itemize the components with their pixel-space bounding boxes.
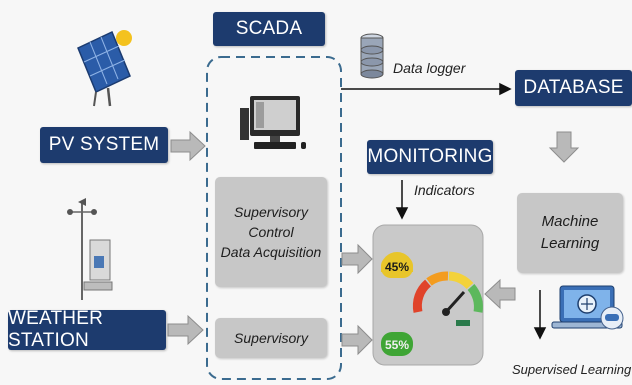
computer-icon [240,96,306,149]
supervisory-control-box: Supervisory Control Data Acquisition [215,177,327,287]
monitoring-title: MONITORING [367,140,493,174]
supervisory-control-line-2: Control [248,224,294,240]
arrow-scada-to-monitoring-top [341,243,373,275]
speedometer-gauge [412,271,483,326]
machine-learning-line-2: Learning [540,235,600,252]
database-icon [360,33,384,79]
arrow-weather-to-scada [167,314,204,346]
pv-system-box: PV SYSTEM [40,127,168,163]
sun-icon [116,30,132,46]
robot-icon [600,306,624,330]
gauge-top-value: 45% [385,260,409,274]
weather-station-icon [67,198,113,300]
solar-panel-icon [77,30,131,107]
arrow-database-to-ml [548,131,580,163]
machine-learning-line-1: Machine [541,213,599,230]
gauge-green [381,332,413,356]
scada-title: SCADA [213,12,325,46]
arrow-ml-to-monitoring [484,278,516,310]
supervisory-control-line-1: Supervisory [234,204,308,220]
scada-dashed-outline [206,56,342,380]
laptop-brain-icon [551,285,623,329]
arrow-scada-to-monitoring-bottom [341,324,373,356]
indicators-label: Indicators [414,182,475,198]
data-logger-label: Data logger [393,60,466,76]
gauge-bottom-value: 55% [385,338,409,352]
weather-station-box: WEATHER STATION [8,308,166,351]
arrow-pv-to-scada [170,130,206,162]
database-box: DATABASE [515,70,632,106]
machine-learning-box: Machine Learning [517,193,623,273]
supervised-learning-label: Supervised Learning [512,362,632,377]
supervisory-box: Supervisory [215,318,327,358]
supervisory-control-line-3: Data Acquisition [220,244,322,260]
